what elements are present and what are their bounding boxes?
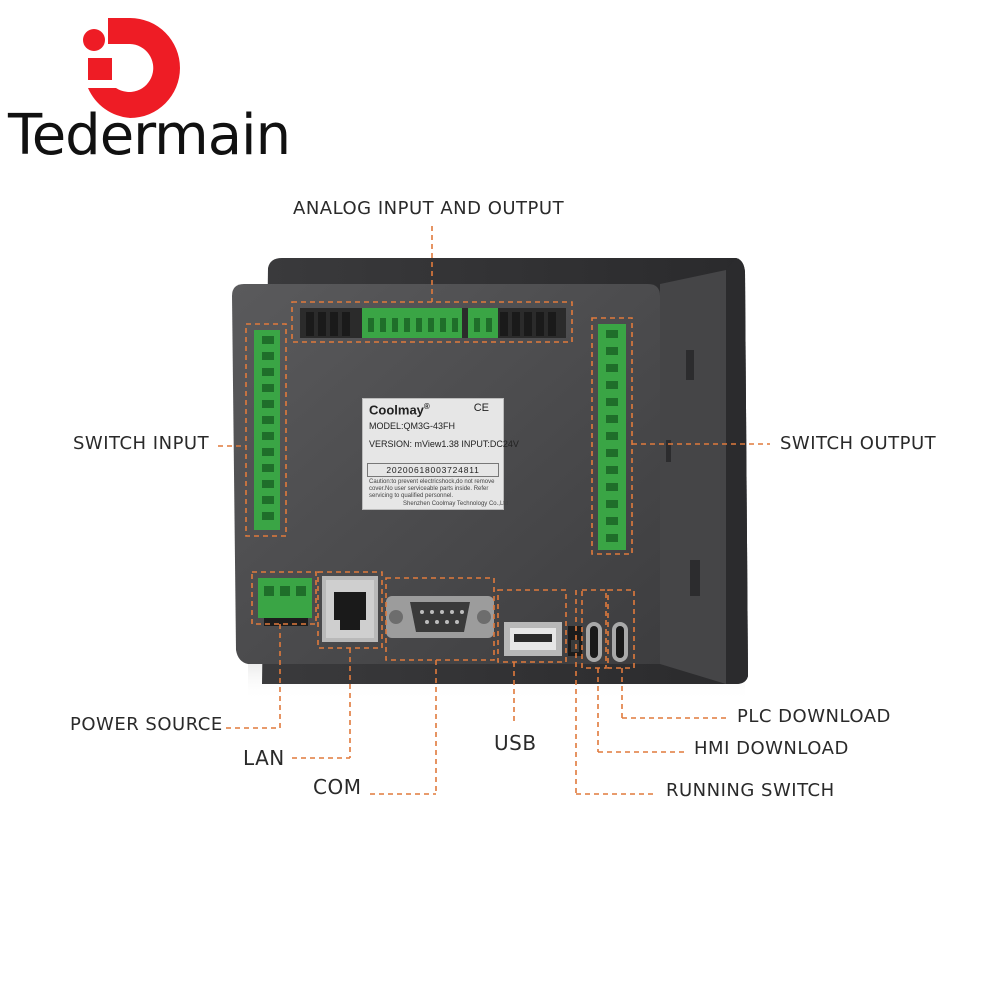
com-port: [386, 596, 494, 638]
switch-output-terminal-block: [598, 324, 626, 550]
callout-running-switch: RUNNING SWITCH: [666, 780, 835, 801]
running-switch: [568, 626, 582, 656]
logo-mark-icon: [83, 18, 180, 118]
callout-leaders: [218, 226, 770, 795]
callout-switch-input: SWITCH INPUT: [73, 433, 210, 454]
callout-lan: LAN: [243, 746, 285, 770]
analog-terminal-block: [300, 308, 566, 338]
nameplate-brand: Coolmay®: [369, 402, 430, 418]
nameplate-warning-2: cover.No user serviceable parts inside. …: [369, 486, 489, 492]
device-nameplate: Coolmay® CE MODEL:QM3G-43FH VERSION: mVi…: [362, 398, 519, 510]
nameplate-warning-3: servicing to qualified personnel.: [369, 493, 454, 499]
callout-com: COM: [313, 775, 362, 799]
brand-name: Tedermain: [8, 103, 291, 168]
nameplate-warning-1: Caution:to prevent electricshock,do not …: [369, 479, 495, 485]
callout-switch-output: SWITCH OUTPUT: [780, 433, 937, 454]
callout-usb: USB: [494, 731, 537, 755]
lan-port: [322, 576, 378, 642]
nameplate-serial: 20200618003724811: [367, 463, 499, 477]
nameplate-manufacturer: Shenzhen Coolmay Technology Co.,Ltd: [403, 501, 509, 507]
callout-hmi-download: HMI DOWNLOAD: [694, 738, 849, 759]
callout-analog-io: ANALOG INPUT AND OUTPUT: [293, 198, 565, 219]
nameplate-version: VERSION: mView1.38 INPUT:DC24V: [369, 439, 519, 449]
usb-port: [504, 622, 562, 656]
brand-logo: Tedermain: [0, 0, 291, 175]
plc-download-port: [612, 622, 628, 662]
callout-plc-download: PLC DOWNLOAD: [737, 706, 891, 727]
power-connector: [258, 578, 312, 626]
switch-input-terminal-block: [254, 330, 280, 530]
callout-power-source: POWER SOURCE: [70, 714, 223, 735]
nameplate-model: MODEL:QM3G-43FH: [369, 421, 456, 431]
hmi-download-port: [586, 622, 602, 662]
ce-mark: CE: [473, 402, 489, 414]
